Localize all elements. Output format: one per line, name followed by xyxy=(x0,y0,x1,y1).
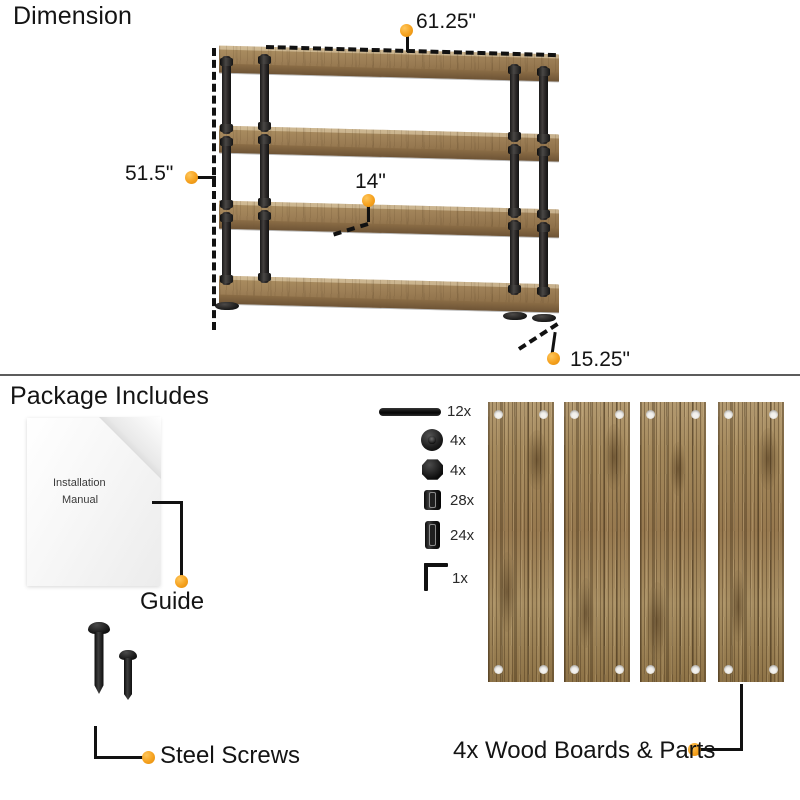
pipe-leg-mid-right-2 xyxy=(508,144,521,218)
base-depth-label: 15.25" xyxy=(570,348,631,371)
pipe-leg-right xyxy=(537,66,550,144)
screw-hole xyxy=(539,665,548,674)
screw-large xyxy=(88,622,110,694)
installation-manual-illustration: Installation Manual xyxy=(27,417,161,586)
screw-hole xyxy=(691,410,700,419)
pipe-leg-mid-right xyxy=(508,64,521,142)
guide-leader-horizontal xyxy=(152,501,183,504)
wood-board-4 xyxy=(718,402,784,682)
boards-leader-vertical xyxy=(740,684,743,750)
shelf-board-4 xyxy=(219,275,559,313)
guide-leader-vertical xyxy=(180,501,183,578)
shelf-depth-dot xyxy=(362,194,375,207)
screw-hole xyxy=(691,665,700,674)
screw-small xyxy=(119,650,137,700)
screws-leader-vertical xyxy=(94,726,97,759)
screw-hole xyxy=(769,410,778,419)
height-dimension-label: 51.5" xyxy=(125,162,174,185)
shelf-depth-stem xyxy=(367,200,370,222)
guide-callout-label: Guide xyxy=(140,588,205,615)
height-dimension-dot xyxy=(185,171,198,184)
pipe-leg-front-left-2 xyxy=(220,136,233,210)
allen-key-count: 1x xyxy=(452,570,468,587)
screw-hole xyxy=(724,410,733,419)
screw-hole xyxy=(615,665,624,674)
guide-callout-dot xyxy=(175,575,188,588)
allen-key-icon xyxy=(424,563,448,591)
round-flange-icon xyxy=(421,429,443,451)
pipe-foot-right xyxy=(532,314,556,322)
manual-text: Installation Manual xyxy=(53,475,106,509)
manual-line-1: Installation xyxy=(53,477,106,489)
height-dimension-line xyxy=(212,48,216,330)
base-depth-dot xyxy=(547,352,560,365)
wood-board-3 xyxy=(640,402,706,682)
screw-hole xyxy=(539,410,548,419)
package-section-title: Package Includes xyxy=(10,382,209,410)
boards-callout-label: 4x Wood Boards & Parts xyxy=(453,737,716,764)
hex-cap-icon xyxy=(422,459,443,480)
long-connector-icon xyxy=(425,521,440,549)
wood-board-2 xyxy=(564,402,630,682)
shelf-depth-label: 14" xyxy=(355,170,386,193)
pipe-leg-front-left xyxy=(220,56,233,134)
pipe-leg-front-left-3 xyxy=(220,212,233,285)
screw-hole xyxy=(615,410,624,419)
pipe-rod-count: 12x xyxy=(447,403,472,420)
dimension-section-title: Dimension xyxy=(13,2,133,30)
shelf-unit-illustration xyxy=(205,40,575,370)
short-connector-count: 28x xyxy=(450,492,475,509)
screw-hole xyxy=(646,410,655,419)
screw-hole xyxy=(570,665,579,674)
pipe-leg-mid-left xyxy=(258,54,271,132)
pipe-foot-front-left xyxy=(215,302,239,310)
pipe-leg-right-2 xyxy=(537,146,550,220)
manual-line-2: Manual xyxy=(62,494,99,506)
screws-callout-dot xyxy=(142,751,155,764)
screw-hole xyxy=(769,665,778,674)
pipe-leg-mid-right-3 xyxy=(508,220,521,295)
pipe-leg-mid-left-2 xyxy=(258,134,271,208)
boards-leader-horizontal xyxy=(697,748,743,751)
hex-cap-count: 4x xyxy=(450,462,466,479)
screw-hole xyxy=(570,410,579,419)
screw-hole xyxy=(646,665,655,674)
pipe-rod-icon xyxy=(379,408,441,416)
screw-hole xyxy=(724,665,733,674)
screws-leader-horizontal xyxy=(94,756,145,759)
wood-board-1 xyxy=(488,402,554,682)
page-curl xyxy=(99,417,161,479)
section-divider xyxy=(0,374,800,376)
screw-hole xyxy=(494,410,503,419)
screws-callout-label: Steel Screws xyxy=(160,742,301,769)
width-dimension-label: 61.25" xyxy=(416,10,477,33)
screw-hole xyxy=(494,665,503,674)
height-dimension-tick xyxy=(196,176,216,179)
width-dimension-dot xyxy=(400,24,413,37)
round-flange-count: 4x xyxy=(450,432,466,449)
width-dimension-tick xyxy=(406,30,409,52)
pipe-leg-right-3 xyxy=(537,222,550,297)
pipe-foot-mid-right xyxy=(503,312,527,320)
pipe-leg-mid-left-3 xyxy=(258,210,271,283)
short-connector-icon xyxy=(424,490,441,510)
long-connector-count: 24x xyxy=(450,527,475,544)
boards-callout-dot xyxy=(688,743,701,756)
